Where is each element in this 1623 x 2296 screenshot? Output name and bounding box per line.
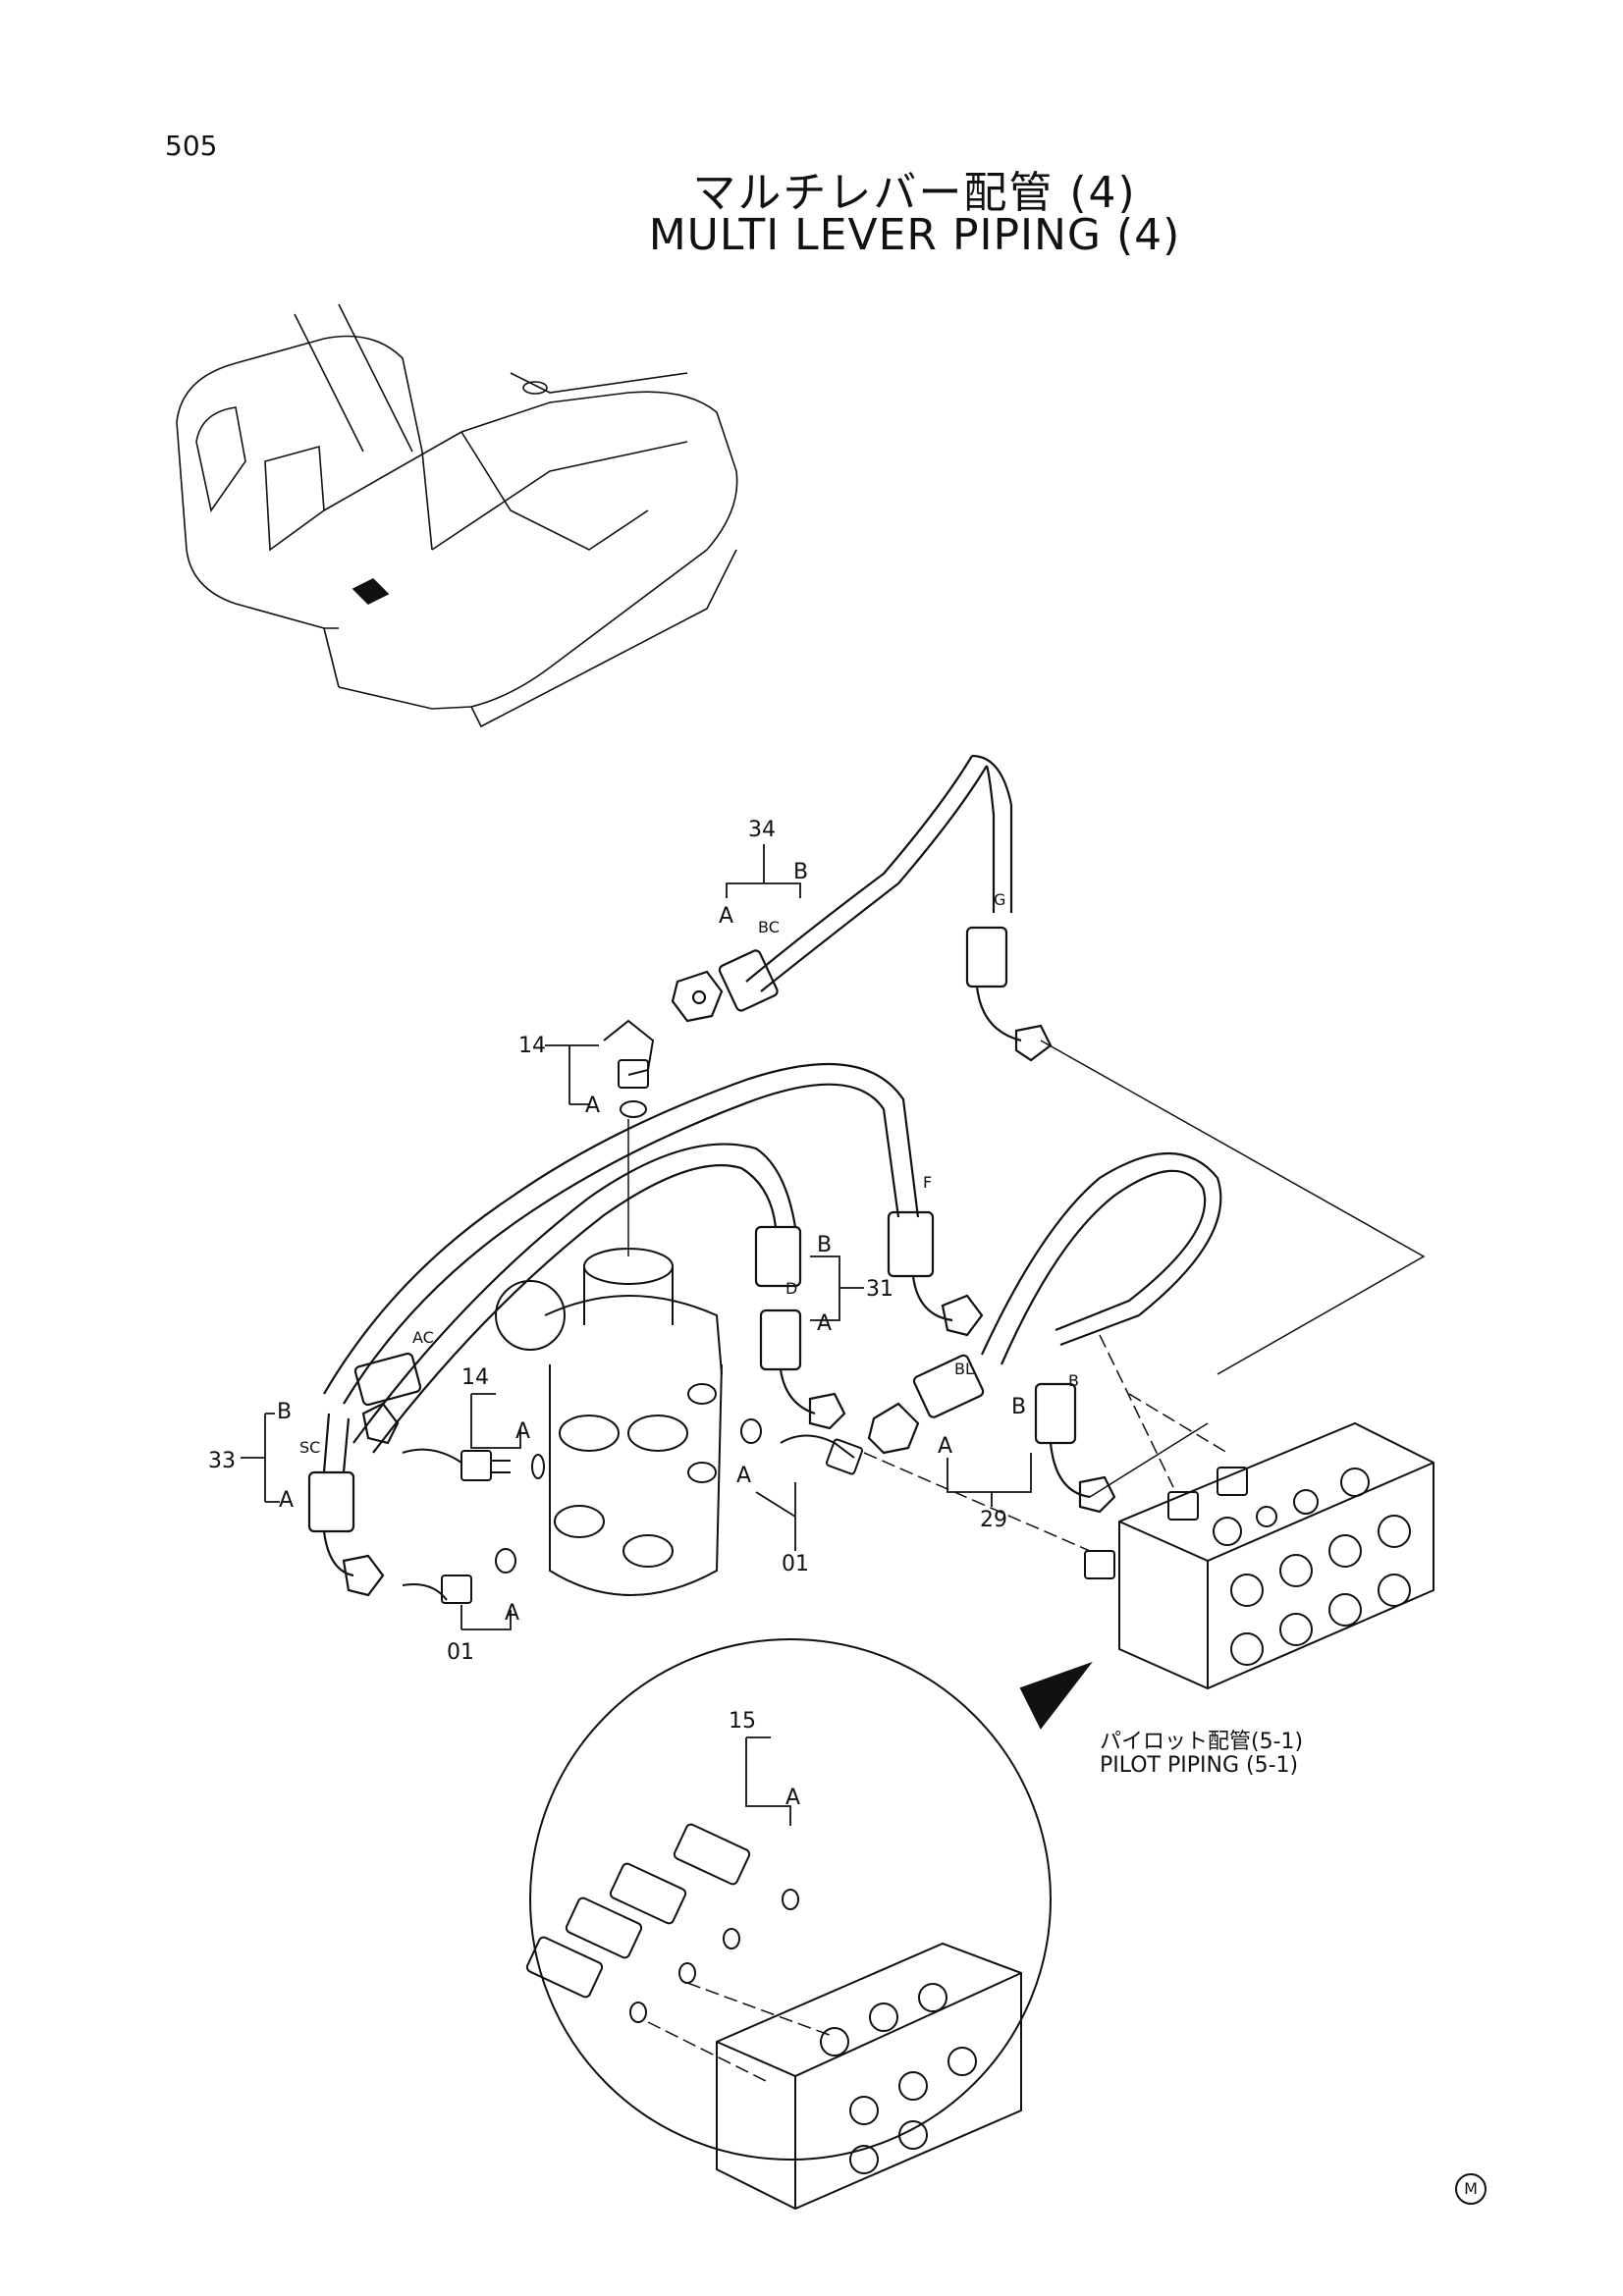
callout-14-upper: 14 bbox=[518, 1034, 546, 1058]
callout-letter-a: A bbox=[785, 1786, 800, 1810]
callout-d: D bbox=[785, 1279, 797, 1298]
title-japanese: マルチレバー配管 (4) bbox=[692, 168, 1137, 218]
callout-bc: BC bbox=[758, 918, 780, 936]
callout-letter-a: A bbox=[279, 1488, 294, 1513]
callout-15: 15 bbox=[729, 1709, 756, 1734]
callout-14-lower: 14 bbox=[461, 1365, 489, 1390]
callout-ac: AC bbox=[412, 1328, 434, 1347]
callout-01-left: 01 bbox=[447, 1640, 474, 1665]
callout-34: 34 bbox=[748, 818, 776, 842]
callout-sc: SC bbox=[299, 1438, 320, 1457]
callout-33: 33 bbox=[208, 1449, 236, 1473]
callout-29: 29 bbox=[980, 1508, 1007, 1532]
callout-letter-b: B bbox=[1011, 1395, 1026, 1419]
callout-01-right: 01 bbox=[782, 1552, 809, 1576]
excavator-overview-illustration bbox=[176, 303, 738, 728]
elbow-01-right bbox=[740, 1418, 864, 1475]
callout-letter-a: A bbox=[938, 1434, 952, 1459]
callout-letter-b: B bbox=[817, 1233, 832, 1257]
callout-letter-a: A bbox=[817, 1311, 832, 1336]
callout-f: F bbox=[923, 1173, 932, 1192]
title-english: MULTI LEVER PIPING (4) bbox=[648, 210, 1181, 260]
callout-letter-a: A bbox=[515, 1419, 530, 1444]
reference-english: PILOT PIPING (5-1) bbox=[1100, 1753, 1299, 1778]
page-number: 505 bbox=[165, 130, 218, 162]
detail-inset bbox=[525, 1638, 1093, 2211]
callout-letter-a: A bbox=[736, 1464, 751, 1488]
callout-letter-a: A bbox=[505, 1601, 519, 1626]
hose-33 bbox=[307, 1352, 422, 1597]
reference-japanese: パイロット配管(5-1) bbox=[1100, 1730, 1304, 1754]
callout-bl: BL bbox=[954, 1360, 974, 1378]
callout-letter-a: A bbox=[585, 1094, 600, 1118]
leader-lines bbox=[627, 1040, 1426, 1552]
pilot-valve-block bbox=[1084, 1421, 1434, 1690]
callout-g: G bbox=[994, 890, 1005, 909]
corner-mark: M bbox=[1455, 2173, 1487, 2205]
callout-letter-b: B bbox=[1068, 1371, 1079, 1390]
callout-letter-b: B bbox=[277, 1400, 292, 1424]
callout-letter-b: B bbox=[793, 860, 808, 884]
callout-31: 31 bbox=[866, 1277, 893, 1302]
hose-bundle-main bbox=[323, 1062, 984, 1454]
callout-brackets bbox=[241, 844, 1032, 1630]
multi-lever-valve-body bbox=[495, 1248, 723, 1596]
hose-loop-29 bbox=[867, 1152, 1222, 1514]
callout-letter-a: A bbox=[719, 904, 733, 929]
elbow-01-left bbox=[402, 1548, 516, 1604]
fitting-14-lower bbox=[402, 1448, 545, 1481]
hose-34 bbox=[671, 754, 1053, 1062]
elbow-fitting-14-upper bbox=[603, 1019, 655, 1118]
